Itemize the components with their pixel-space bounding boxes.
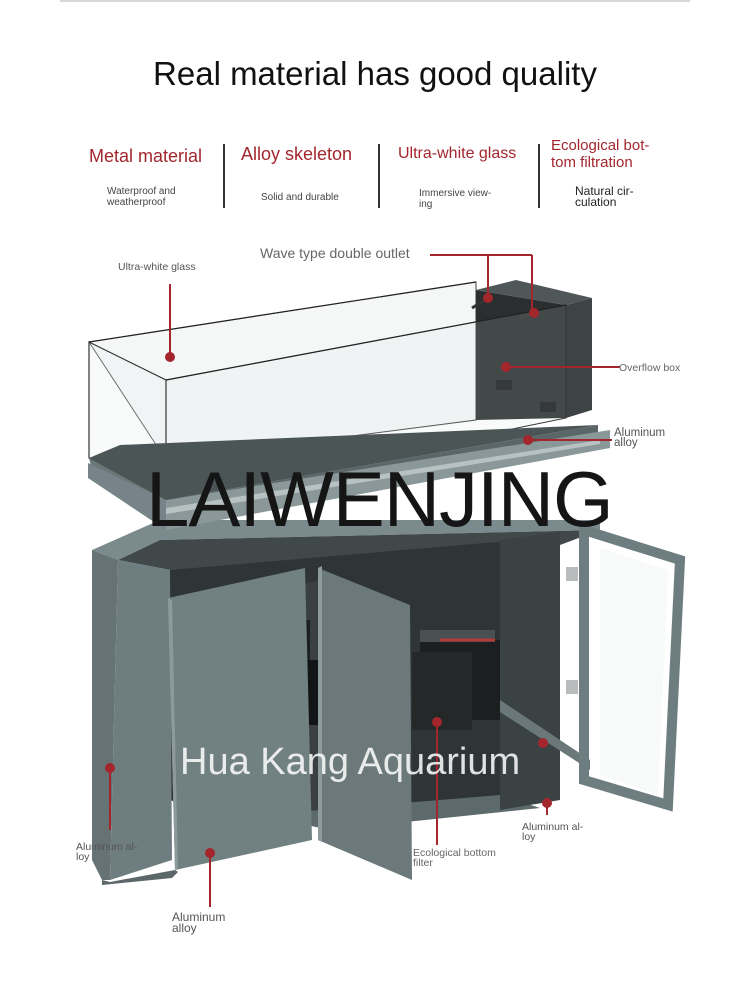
label-aluminum-alloy-left: Aluminum al-loy <box>76 841 138 863</box>
label-wave-type-double-outlet: Wave type double outlet <box>260 245 410 261</box>
feature-separator <box>378 144 380 208</box>
top-divider-line <box>60 0 690 2</box>
label-overflow-box: Overflow box <box>619 362 681 374</box>
feature-subtitle-ultra-white-glass: Immersive view-ing <box>419 188 492 210</box>
feature-title-alloy-skeleton: Alloy skeleton <box>241 144 353 164</box>
feature-subtitle-ecological-filtration: Natural cir-culation <box>575 184 634 209</box>
feature-title-ecological-filtration: Ecological bot-tom filtration <box>551 137 650 171</box>
callouts <box>105 254 620 907</box>
page-title: Real material has good quality <box>153 55 597 92</box>
feature-separator <box>538 144 540 208</box>
glass-tank <box>88 280 610 530</box>
feature-subtitle-alloy-skeleton: Solid and durable <box>261 192 339 203</box>
label-ultra-white-glass: Ultra-white glass <box>118 261 196 273</box>
cabinet-body <box>92 520 686 885</box>
feature-title-metal-material: Metal material <box>89 146 203 166</box>
brand-watermark: LAIWENJING <box>146 455 614 543</box>
feature-title-ultra-white-glass: Ultra-white glass <box>398 145 517 162</box>
feature-separator <box>223 144 225 208</box>
label-aluminum-alloy-right: Aluminum al-loy <box>522 821 584 843</box>
store-watermark: Hua Kang Aquarium <box>180 741 521 783</box>
